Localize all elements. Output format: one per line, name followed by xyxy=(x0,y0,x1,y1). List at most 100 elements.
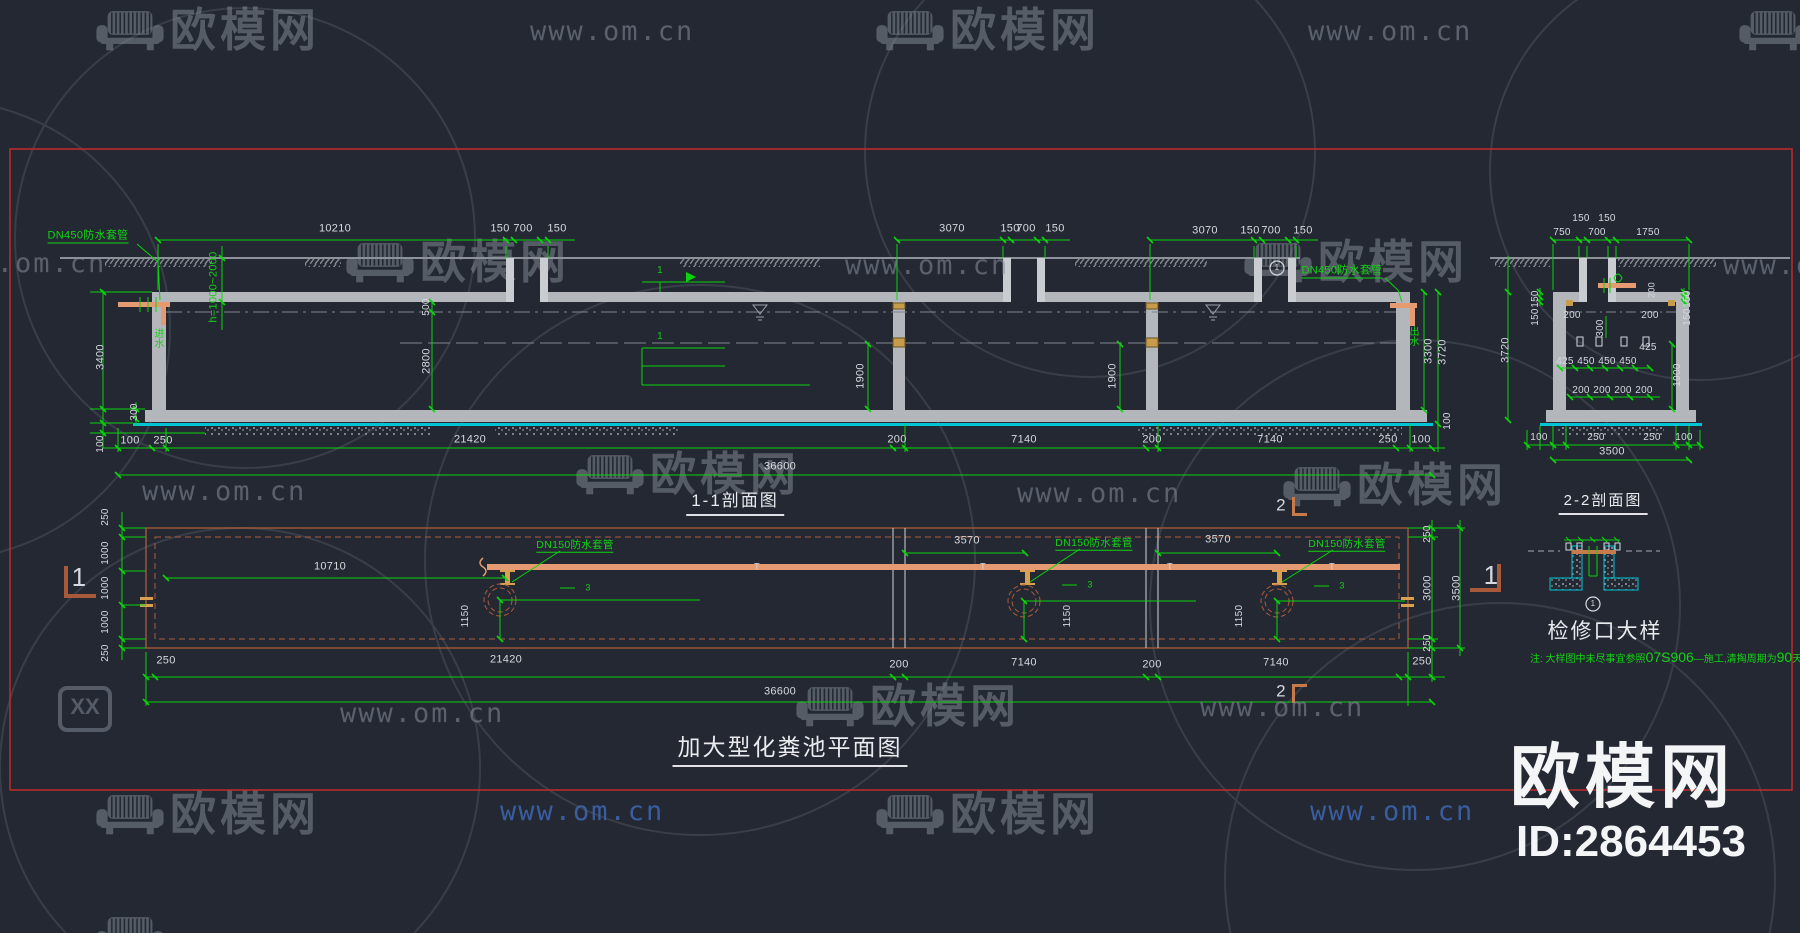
dim-label: 1000 xyxy=(100,610,111,634)
watermark-url: www.om.cn xyxy=(530,16,695,47)
dim-label: 100 xyxy=(95,435,106,453)
dim-label: 21420 xyxy=(453,433,487,446)
dim-label: 2 xyxy=(1276,495,1286,515)
dim-label: 3570 xyxy=(954,534,980,547)
dim-label: 200 xyxy=(1635,385,1653,396)
pipe xyxy=(1598,283,1636,288)
dim-label: 1 xyxy=(657,265,663,276)
dim-label: T xyxy=(754,561,760,572)
watermark-url: www.om.cn xyxy=(1723,250,1800,281)
dim-label: 700 xyxy=(1016,222,1036,235)
dim-label: 3720 xyxy=(1499,337,1512,363)
dim-label: 1150 xyxy=(1234,604,1245,628)
dim-label: 700 xyxy=(1588,227,1606,238)
watermark-url: www.om.cn xyxy=(845,250,1010,281)
dim-label: 200 xyxy=(1142,433,1162,446)
dim-label: 1900 xyxy=(1672,363,1683,387)
dim-label: 10210 xyxy=(318,222,352,235)
dim-label: 100 xyxy=(1411,433,1431,446)
dim-label: 250 xyxy=(1643,432,1661,443)
dim-label: 3000 xyxy=(1421,575,1434,601)
pipe xyxy=(487,564,1400,570)
dim-label: 150 xyxy=(1682,308,1693,326)
dim-label: 200 xyxy=(889,658,909,671)
dim-label: 7140 xyxy=(1011,656,1037,669)
watermark-url: www.om.cn xyxy=(1017,478,1182,509)
watermark-url: www.om.cn xyxy=(1200,692,1365,723)
dim-label: 200 xyxy=(887,433,907,446)
watermark-url: www.om.cn xyxy=(1308,16,1473,47)
dim-label: 1000 xyxy=(100,541,111,565)
dim-label: 700 xyxy=(1261,224,1281,237)
dim-label: 150 xyxy=(1293,224,1313,237)
site-id: ID:2864453 xyxy=(1516,817,1746,866)
plan-title: 加大型化粪池平面图 xyxy=(672,728,908,767)
drawing-border xyxy=(9,148,1793,791)
dim-label: 2800 xyxy=(420,348,433,374)
dim-label: T xyxy=(1167,561,1173,572)
svg-text:欧模网: 欧模网 xyxy=(950,4,1100,56)
dim-label: 1 xyxy=(1483,560,1499,590)
watermark-url: www.om.cn xyxy=(142,476,307,507)
section-1-1-title: 1-1剖面图 xyxy=(686,486,784,516)
dim-label: 1150 xyxy=(460,604,471,628)
dim-label: 7140 xyxy=(1011,433,1037,446)
note-ref-code: 07S906 xyxy=(1645,649,1694,665)
dim-label: 150 xyxy=(1598,213,1616,224)
svg-text:欧模网: 欧模网 xyxy=(650,448,800,500)
section-2-2-title: 2-2剖面图 xyxy=(1558,489,1648,515)
dim-label: 100 xyxy=(1442,412,1453,430)
dim-label: 150 xyxy=(1572,213,1590,224)
dim-label: 7140 xyxy=(1257,433,1283,446)
dim-label: 150 xyxy=(547,222,567,235)
dim-label: 3500 xyxy=(1450,575,1463,601)
dim-label: 出水 xyxy=(1407,326,1418,346)
dim-label: 100 xyxy=(120,434,140,447)
dim-label: DN150防水套管 xyxy=(536,538,614,553)
svg-text:欧模网: 欧模网 xyxy=(1357,459,1507,511)
dim-label: T xyxy=(1329,561,1335,572)
dim-label: 300 xyxy=(129,403,140,421)
dim-label: 200 xyxy=(1593,385,1611,396)
detail-title: 检修口大样 xyxy=(1547,620,1663,643)
svg-text:欧模网: 欧模网 xyxy=(170,788,320,840)
dim-label: 750 xyxy=(1553,227,1571,238)
dim-label: 300 xyxy=(1595,319,1606,337)
dim-label: 36600 xyxy=(763,685,797,698)
watermark-box-logo: XX xyxy=(58,686,112,732)
dim-label: DN450防水套管 xyxy=(47,229,129,244)
dim-label: 150 xyxy=(1000,222,1020,235)
dim-label: 1 xyxy=(71,562,87,592)
note-text: 天. xyxy=(1792,654,1800,665)
dim-label: 3500 xyxy=(1599,445,1625,458)
dim-label: 450 xyxy=(1598,356,1616,367)
site-logo: 欧模网 xyxy=(1510,738,1735,816)
dim-label: 700 xyxy=(513,222,533,235)
watermark-url: www.om.cn xyxy=(340,698,505,729)
dim-label: 500 xyxy=(421,298,432,316)
dim-label: 1900 xyxy=(1106,363,1119,389)
dim-label: 250 xyxy=(1422,525,1433,543)
dim-label: 250 xyxy=(156,654,176,667)
dim-label: 200 xyxy=(1646,282,1657,298)
dim-label: 425 xyxy=(1556,356,1574,367)
dim-label: 1000 xyxy=(100,576,111,600)
dim-label: 450 xyxy=(1577,356,1595,367)
dim-label: 36600 xyxy=(763,460,797,473)
dim-label: 1750 xyxy=(1636,227,1660,238)
dim-label: 150 xyxy=(1682,290,1693,308)
pipe xyxy=(118,302,1417,326)
dim-label: 250 xyxy=(100,644,111,662)
dim-label: 150 xyxy=(1240,224,1260,237)
dim-label: 150 xyxy=(1045,222,1065,235)
section-marker xyxy=(64,497,1501,703)
dim-label: 100 xyxy=(1530,432,1548,443)
dim-label: 3 xyxy=(585,582,591,593)
dim-label: DN150防水套管 xyxy=(1055,536,1133,551)
dim-label: 3 xyxy=(1087,579,1093,590)
section-1-1 xyxy=(60,236,1445,479)
watermark-sofas: 欧模网 欧模网 欧模网 欧模网 欧模网 欧模网 欧模网 欧模网 欧模网 xyxy=(95,4,1800,933)
